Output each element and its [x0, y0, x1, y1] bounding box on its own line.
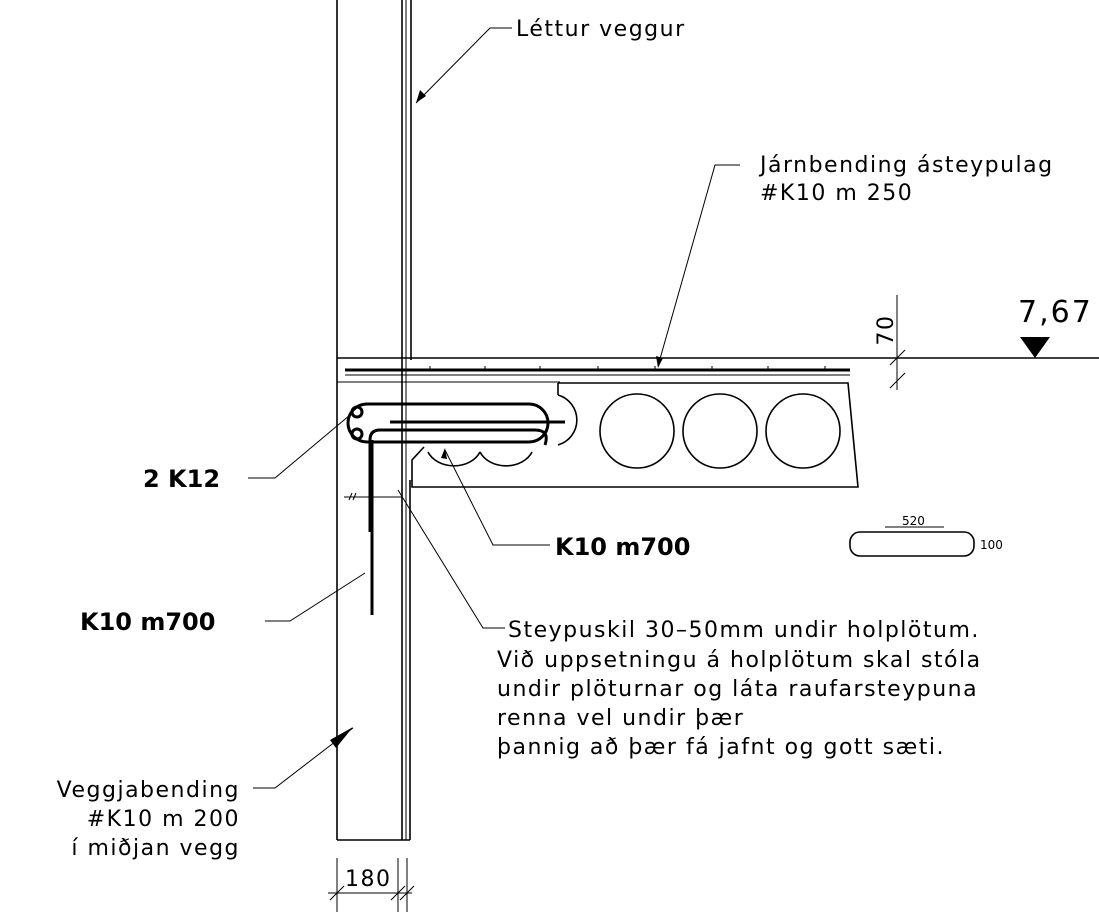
label-2k12: 2 K12 — [143, 465, 220, 493]
label-jarnbending-1: Járnbending ásteypulag — [758, 153, 1054, 178]
top-mesh — [345, 366, 850, 376]
note-line-5: þannig að þær fá jafnt og gott sæti. — [497, 735, 945, 760]
label-elevation: 7,67 — [1018, 295, 1093, 330]
label-dim-180: 180 — [345, 867, 392, 892]
loop-bars — [346, 402, 565, 532]
bar-shape-detail — [849, 526, 975, 557]
wall — [336, 0, 411, 841]
dim-70 — [889, 295, 906, 390]
label-shape-length: 520 — [902, 514, 925, 528]
leaders — [248, 27, 740, 789]
label-shape-height: 100 — [980, 538, 1003, 552]
note-line-3: undir plöturnar og láta raufarsteypuna — [497, 677, 978, 702]
hollow-core-slab — [411, 382, 859, 488]
light-wall — [401, 0, 412, 840]
wall-vertical-bar — [344, 440, 402, 615]
label-vegg-2: #K10 m 200 — [87, 807, 240, 832]
label-jarnbending-2: #K10 m 250 — [760, 181, 913, 206]
dim-180 — [328, 858, 415, 912]
label-k10-mid: K10 m700 — [555, 533, 690, 561]
label-vegg-3: í miðjan vegg — [71, 836, 240, 861]
slab-top — [337, 357, 1099, 383]
elevation-marker — [1020, 337, 1050, 358]
label-vegg-1: Veggjabending — [57, 778, 240, 803]
label-k10-left: K10 m700 — [80, 608, 215, 636]
note-line-2: Við uppsetningu á holplötum skal stóla — [497, 648, 982, 673]
label-dim-70: 70 — [874, 315, 899, 346]
note-line-4: renna vel undir þær — [497, 706, 744, 731]
label-lettur-veggur: Léttur veggur — [516, 17, 686, 42]
note-line-1: Steypuskil 30–50mm undir holplötum. — [508, 618, 980, 643]
